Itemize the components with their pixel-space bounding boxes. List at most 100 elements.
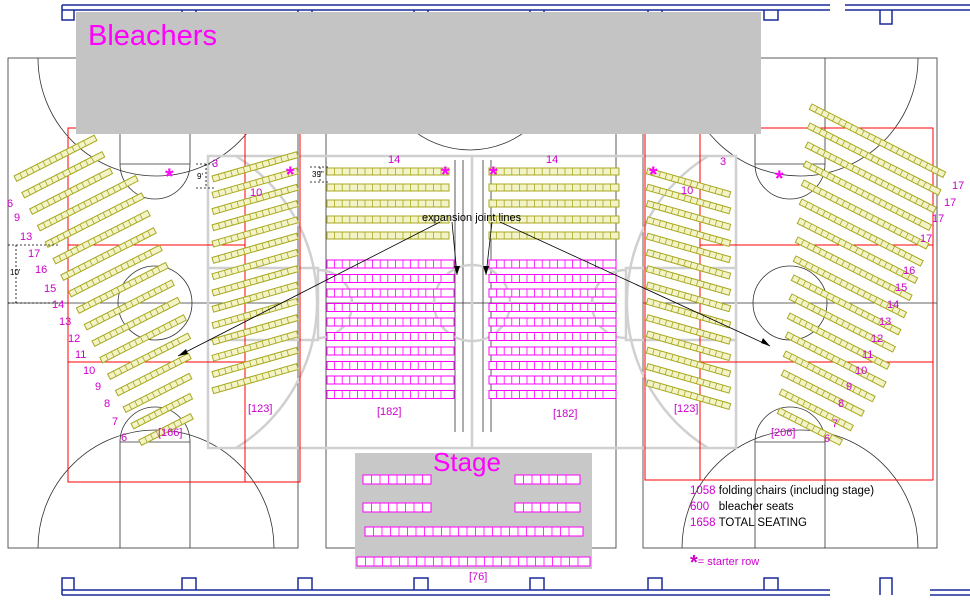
row-number: 10 [250,187,263,199]
stage-chairs [356,474,591,567]
seat-row [776,407,844,446]
row-number: 14 [52,299,65,311]
seat-row [488,332,617,341]
folding-count: 1058 [690,485,716,497]
seat-row [67,244,163,298]
row-number: 17 [952,180,965,192]
starter-row-marker: * [775,166,784,191]
legend-starter-row: *= starter row [690,552,759,575]
seat-row [326,231,450,240]
seat-row [326,390,455,399]
row-number: 8 [838,398,845,410]
row-number: 13 [20,231,33,243]
row-number: 14 [546,154,559,166]
seat-row [488,375,617,385]
row-number: 9 [95,381,102,393]
bleachers-area [76,12,761,134]
row-number: 6 [824,433,831,445]
section-total-left-straight: [123] [248,403,273,415]
seat-row [782,350,876,403]
seat-row [211,151,299,183]
seat-row [645,379,732,410]
section-total-center-right: [182] [553,408,578,420]
seat-row [488,317,617,327]
folding-label: folding chairs (including stage) [718,485,875,497]
row-number: 14 [388,154,401,166]
seat-row [645,362,732,394]
legend-text: = starter row [697,556,760,568]
seat-row [645,330,732,362]
starter-row-marker: * [489,162,498,187]
seat-row [326,274,455,283]
row-number: 12 [871,333,884,345]
row-number: 6 [7,198,14,210]
seat-row [326,303,455,312]
seat-row [788,293,897,353]
row-number: 13 [879,316,892,328]
legend-star-icon: * [690,552,698,574]
seat-row [60,227,157,282]
seat-row [488,199,620,208]
seat-row [211,167,299,199]
row-number: 9 [14,212,21,224]
row-number: 12 [68,333,81,345]
section-total-center-left: [182] [377,406,402,418]
seat-row [326,361,455,370]
summary-total: 1658 TOTAL SEATING [690,516,807,530]
row-number: 10 [681,185,694,197]
seat-row [13,134,98,183]
seat-row [488,167,620,176]
seat-row [798,198,924,267]
seat-row [804,141,937,214]
seat-row [211,363,299,395]
seat-row [211,281,299,313]
seat-row [138,412,194,447]
dimension-offset: 9' [197,172,203,181]
seat-row [794,236,913,302]
row-number: 7 [112,416,119,428]
starter-row-marker: * [441,162,450,187]
seat-row [645,183,732,215]
section-total-stage: [76] [469,571,488,583]
seat-row [790,274,902,336]
seat-row [645,248,732,280]
seat-row [364,526,584,537]
seat-row [488,231,620,240]
seat-row [488,183,620,192]
seat-row [488,346,617,356]
seat-row [326,346,455,356]
row-number: 14 [887,299,900,311]
expansion-joint-arrowheads [178,266,770,356]
row-number: 3 [212,158,219,170]
seat-row [514,502,581,513]
section-total-left-angled: [166] [158,427,183,439]
total-label: TOTAL SEATING [718,517,807,529]
starter-row-marker: * [649,162,658,187]
starter-row-marker: * [286,162,295,187]
row-number: 6 [121,432,128,444]
seat-row [645,216,732,247]
seat-row [488,215,620,224]
row-number: 11 [75,349,87,361]
row-number: 10 [83,365,96,377]
seat-row [488,259,617,269]
seat-row [645,265,732,296]
row-number: 17 [28,248,41,260]
row-number: 9 [846,381,853,393]
bleachers-title: Bleachers [88,20,217,52]
seat-row [211,265,299,297]
seat-row [645,281,732,313]
row-number: 16 [903,265,916,277]
row-number: 16 [35,264,48,276]
seat-row [806,122,942,196]
seat-row [800,179,930,250]
seat-row [326,259,455,269]
seat-row [28,167,114,216]
seat-row [362,474,432,485]
seat-layer [13,103,947,447]
row-number: 7 [832,418,839,430]
seat-row [114,352,192,397]
row-number: 15 [895,282,908,294]
seat-row [211,183,299,215]
